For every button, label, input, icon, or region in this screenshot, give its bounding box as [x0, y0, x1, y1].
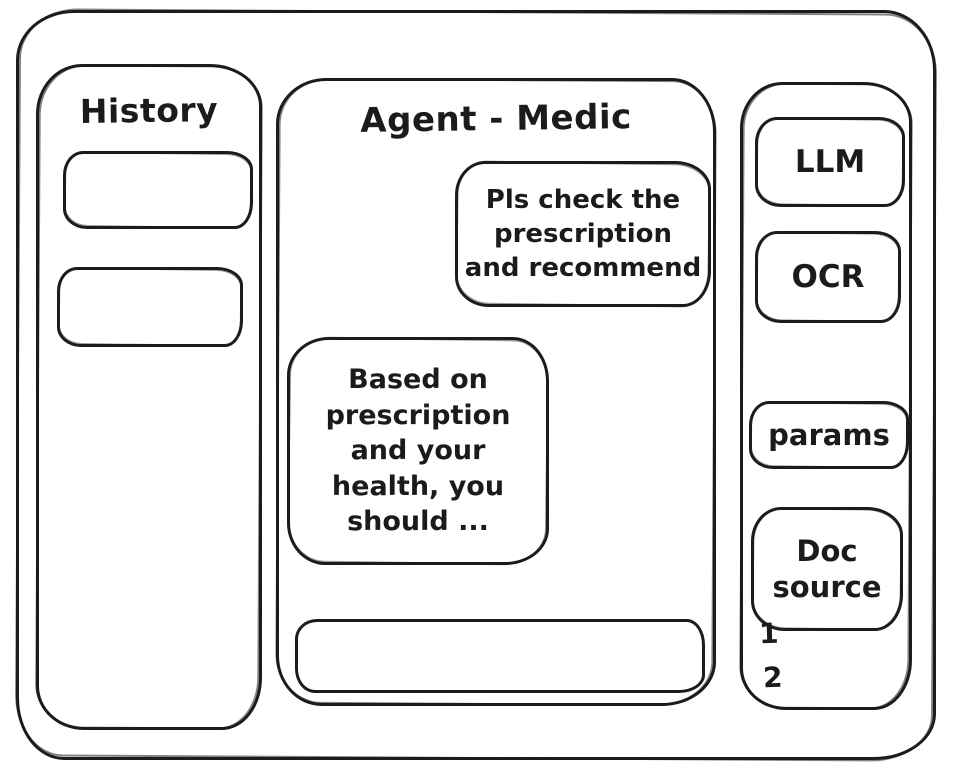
- history-panel-title: History: [79, 90, 219, 131]
- user-message-bubble: Pls check the prescription and recommend: [455, 161, 711, 307]
- history-item[interactable]: [57, 267, 243, 347]
- llm-button[interactable]: LLM: [755, 117, 905, 207]
- doc-source-button[interactable]: Doc source: [751, 507, 903, 631]
- chat-panel-title: Agent - Medic: [359, 97, 633, 141]
- history-item[interactable]: [63, 151, 253, 229]
- message-input[interactable]: [295, 619, 705, 693]
- history-panel: History: [36, 64, 262, 730]
- ocr-button[interactable]: OCR: [755, 231, 901, 323]
- tools-panel: LLM OCR params Doc source 1 2: [740, 82, 912, 710]
- chat-panel: Agent - Medic Pls check the prescription…: [276, 78, 716, 706]
- doc-source-item[interactable]: 1: [758, 616, 780, 651]
- params-button[interactable]: params: [749, 401, 909, 469]
- assistant-message-bubble: Based on prescription and your health, y…: [287, 337, 549, 565]
- doc-source-item[interactable]: 2: [762, 660, 784, 695]
